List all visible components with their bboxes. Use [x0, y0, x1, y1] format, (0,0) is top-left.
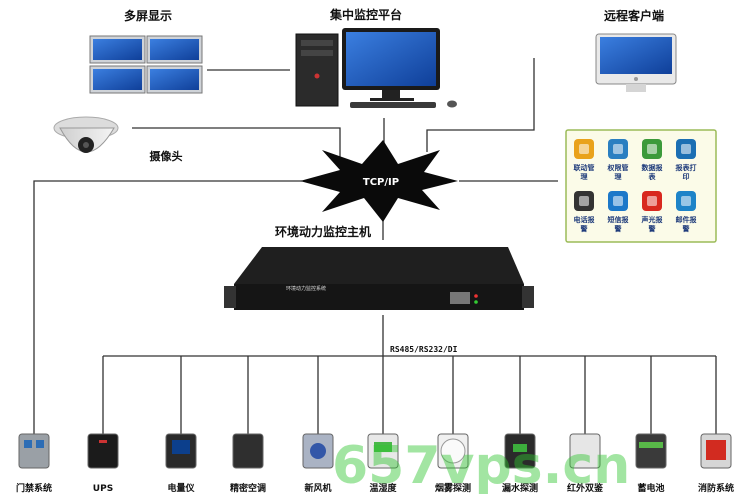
device-label: 红外双鉴	[567, 482, 604, 494]
device-label: 烟雾探测	[435, 482, 471, 494]
host-faceplate-text: 环境动力监控系统	[286, 285, 326, 292]
panel-item-label: 报表打印	[676, 163, 697, 181]
panel-item-report: 数据报表	[642, 139, 664, 181]
device-label: 消防系统	[698, 482, 734, 494]
panel-item-siren: 声光报警	[641, 191, 664, 233]
panel-item-linkage: 联动管理	[574, 139, 595, 181]
panel-item-label: 短信报警	[608, 215, 630, 233]
device-precision-ac: 精密空调	[230, 433, 266, 494]
device-label: 新风机	[304, 482, 331, 494]
panel-item-label: 权限管理	[607, 163, 629, 181]
access-control-icon	[18, 433, 50, 469]
smoke-detector-icon	[437, 433, 469, 469]
device-label: 漏水探测	[502, 482, 538, 494]
monitoring-host-icon	[224, 247, 534, 310]
device-fresh-air: 新风机	[302, 433, 334, 494]
device-fire-system: 消防系统	[698, 433, 734, 494]
device-ups: UPS	[87, 433, 119, 494]
panel-item-label: 邮件报警	[676, 215, 698, 233]
multiscreen-label: 多屏显示	[124, 8, 172, 23]
device-smoke-detector: 烟雾探测	[435, 433, 471, 494]
panel-item-sms: 短信报警	[608, 191, 630, 233]
panel-item-label: 联动管理	[574, 163, 595, 181]
remote-label: 远程客户端	[604, 8, 664, 23]
panel-item-phone: 电话报警	[574, 191, 596, 233]
connection-lines	[33, 58, 717, 438]
remote-client-computer	[595, 33, 677, 92]
central-platform-computer	[295, 28, 457, 108]
device-temp-humidity: 温湿度	[367, 433, 399, 494]
fire-system-icon	[700, 433, 732, 469]
device-label: 蓄电池	[637, 482, 664, 494]
device-water-leak: 漏水探测	[502, 433, 538, 494]
water-leak-icon	[504, 433, 536, 469]
device-label: 温湿度	[369, 482, 397, 494]
network-hub-icon	[300, 140, 458, 222]
camera-icon	[53, 116, 119, 153]
panel-item-label: 数据报表	[642, 163, 664, 181]
temp-humidity-icon	[367, 433, 399, 469]
device-label: 门禁系统	[16, 482, 52, 494]
panel-item-label: 电话报警	[574, 215, 596, 233]
device-power-meter: 电量仪	[165, 433, 197, 494]
ups-icon	[87, 433, 119, 469]
camera-label: 摄像头	[150, 149, 183, 163]
fresh-air-icon	[302, 433, 334, 469]
device-label: 电量仪	[167, 482, 195, 494]
platform-label: 集中监控平台	[329, 7, 402, 22]
panel-item-permission: 权限管理	[607, 139, 629, 181]
network-label: TCP/IP	[363, 177, 399, 188]
panel-item-email: 邮件报警	[676, 191, 698, 233]
panel-item-label: 声光报警	[641, 215, 664, 233]
power-meter-icon	[165, 433, 197, 469]
multiscreen-display	[89, 35, 203, 94]
infrared-icon	[569, 433, 601, 469]
host-label: 环境动力监控主机	[275, 224, 371, 239]
device-label: 精密空调	[230, 482, 266, 494]
device-infrared: 红外双鉴	[567, 433, 604, 494]
precision-ac-icon	[232, 433, 264, 469]
device-battery: 蓄电池	[635, 433, 667, 494]
device-access-control: 门禁系统	[16, 433, 52, 494]
device-label: UPS	[93, 484, 113, 494]
battery-icon	[635, 433, 667, 469]
bus-label: RS485/RS232/DI	[390, 345, 458, 354]
watermark-text: 657vps.cn	[332, 436, 630, 496]
panel-item-printer: 报表打印	[676, 139, 697, 181]
